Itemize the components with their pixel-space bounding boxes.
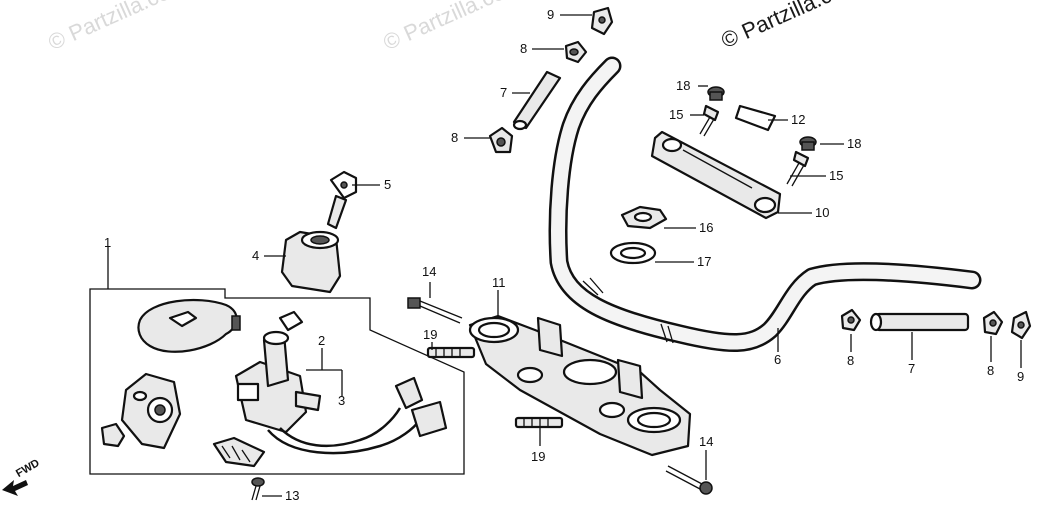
bar-end-weight-part-7-right	[869, 312, 970, 332]
callout-14-upper: 14	[422, 264, 437, 279]
callout-1: 1	[104, 235, 112, 250]
ignition-switch-part-2	[234, 310, 322, 434]
washer-part-17	[609, 241, 657, 265]
callout-19-left: 19	[423, 327, 438, 342]
callout-3: 3	[338, 393, 346, 408]
callout-14-lower: 14	[699, 434, 714, 449]
cap-part-18-lower	[799, 136, 817, 151]
arrow-left-icon	[2, 480, 28, 496]
callout-19-right: 19	[531, 449, 546, 464]
callout-18-lower: 18	[847, 136, 862, 151]
end-cap-part-8-top	[564, 40, 588, 64]
callout-9-right: 9	[1017, 369, 1025, 384]
callout-13: 13	[285, 488, 300, 503]
lock-cap	[100, 422, 126, 448]
callout-12: 12	[791, 112, 806, 127]
rubber-cover-part-4	[280, 230, 342, 294]
ignition-cover	[137, 298, 241, 353]
end-cap-part-8-left	[488, 126, 514, 154]
callout-15-upper: 15	[669, 107, 684, 122]
callout-4: 4	[252, 248, 260, 263]
callout-8-right-b: 8	[987, 363, 995, 378]
callout-17: 17	[697, 254, 712, 269]
assembly-outline-part-1	[89, 288, 465, 475]
bolt-part-15-lower	[786, 150, 810, 187]
callout-15-lower: 15	[829, 168, 844, 183]
callout-7-right: 7	[908, 361, 916, 376]
bolt-part-15-upper	[699, 104, 720, 137]
callout-8-top: 8	[520, 41, 528, 56]
fork-bridge-part-11	[468, 314, 692, 457]
bar-end-part-9-top	[590, 6, 614, 36]
callout-6: 6	[774, 352, 782, 367]
callout-18-upper: 18	[676, 78, 691, 93]
bolt-part-14-upper	[407, 297, 463, 324]
stud-part-19-left	[426, 346, 476, 359]
bar-end-weight-part-7-top	[512, 70, 562, 131]
bar-end-part-9-right	[1010, 310, 1032, 340]
callout-2: 2	[318, 333, 326, 348]
nut-part-16	[620, 205, 668, 230]
callout-10: 10	[815, 205, 830, 220]
end-cap-part-8-right-b	[982, 310, 1004, 336]
callout-8-right-a: 8	[847, 353, 855, 368]
callout-8-left: 8	[451, 130, 459, 145]
callout-5: 5	[384, 177, 392, 192]
lock-housing	[120, 372, 182, 450]
key-part-5	[326, 170, 358, 230]
callout-11: 11	[492, 275, 506, 290]
upper-holder-part-10	[650, 130, 782, 220]
end-cap-part-8-right-a	[840, 308, 862, 332]
wire-harness-part-3	[212, 376, 448, 468]
stud-part-19-right	[514, 416, 564, 429]
bolt-part-14-lower	[665, 465, 713, 495]
screw-part-13	[251, 477, 265, 501]
callout-9-top: 9	[547, 7, 555, 22]
callout-7-top: 7	[500, 85, 508, 100]
handlebar-part-6	[548, 56, 982, 352]
label-sticker-part-12	[734, 104, 777, 132]
callout-16: 16	[699, 220, 714, 235]
leader-lines	[107, 14, 1022, 497]
cap-part-18-upper	[707, 86, 725, 101]
